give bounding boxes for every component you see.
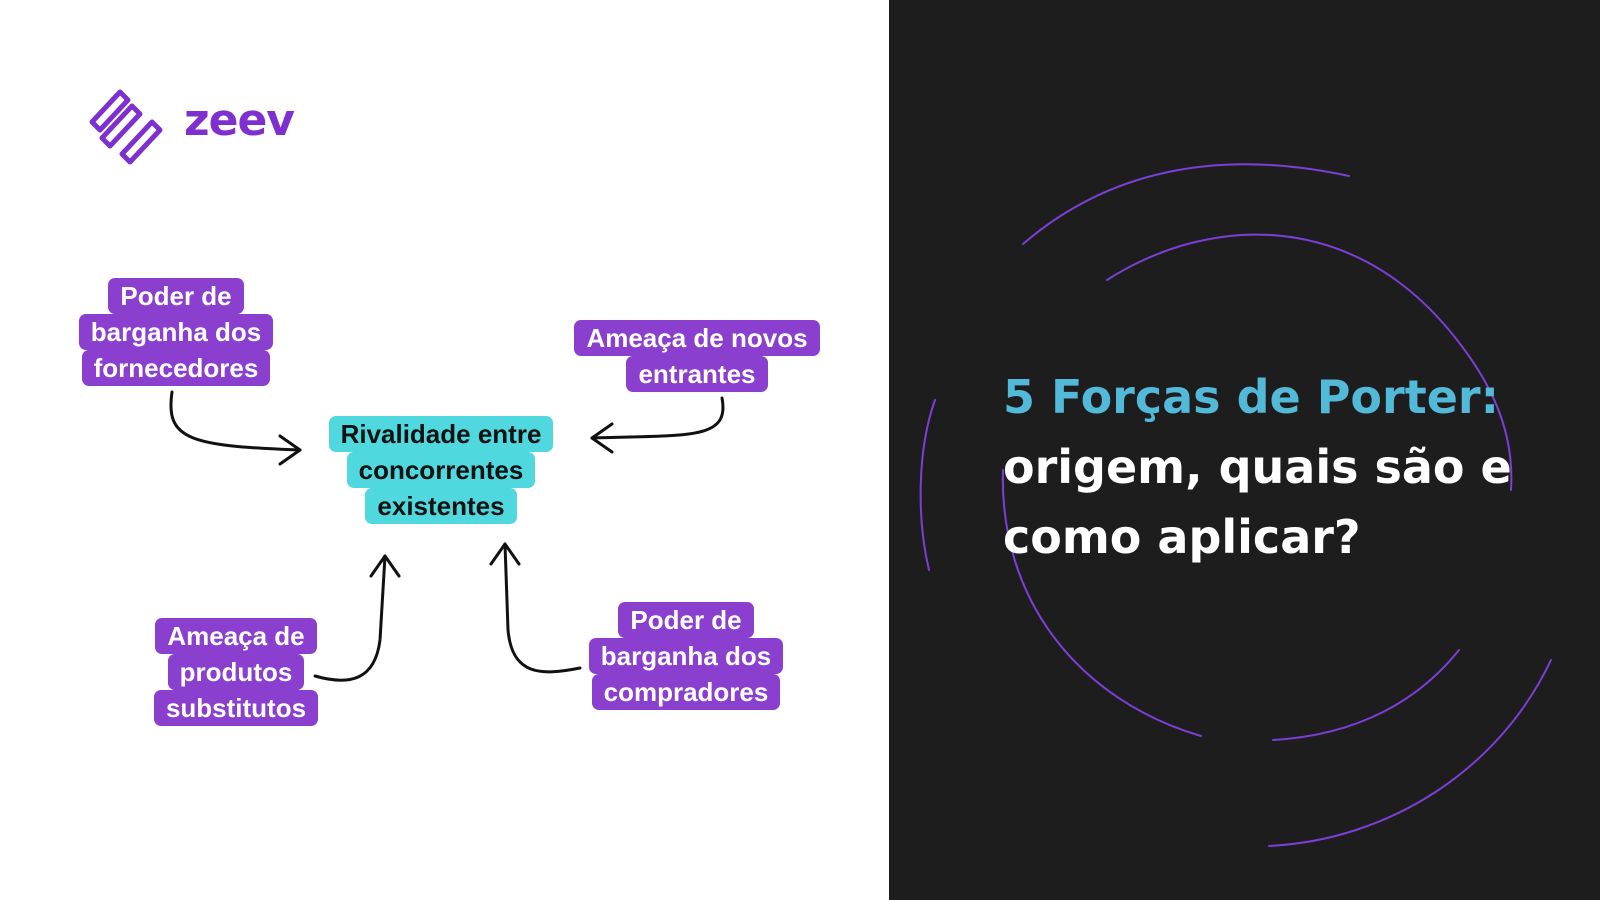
- brand-logo: zeev: [88, 88, 318, 168]
- title-panel: 5 Forças de Porter: origem, quais são e …: [889, 0, 1600, 900]
- arrow-new-entrants: [590, 396, 725, 440]
- arrowhead-substitutes: [369, 554, 401, 578]
- arrowhead-buyers: [489, 542, 521, 566]
- arrow-buyers: [503, 542, 582, 674]
- title-accent: 5 Forças de Porter:: [1003, 370, 1499, 424]
- decorative-rings: [919, 163, 1552, 847]
- arrow-suppliers: [169, 390, 302, 452]
- zeev-zigzag-logo-icon: [89, 89, 163, 165]
- arrowhead-new-entrants: [590, 422, 614, 454]
- force-arrows: [169, 390, 725, 682]
- arrowhead-suppliers: [278, 434, 302, 466]
- title-rest: origem, quais são e como aplicar?: [1003, 440, 1512, 564]
- arrow-substitutes: [313, 554, 387, 682]
- brand-name: zeev: [184, 95, 295, 146]
- page-title: 5 Forças de Porter: origem, quais são e …: [1003, 362, 1563, 572]
